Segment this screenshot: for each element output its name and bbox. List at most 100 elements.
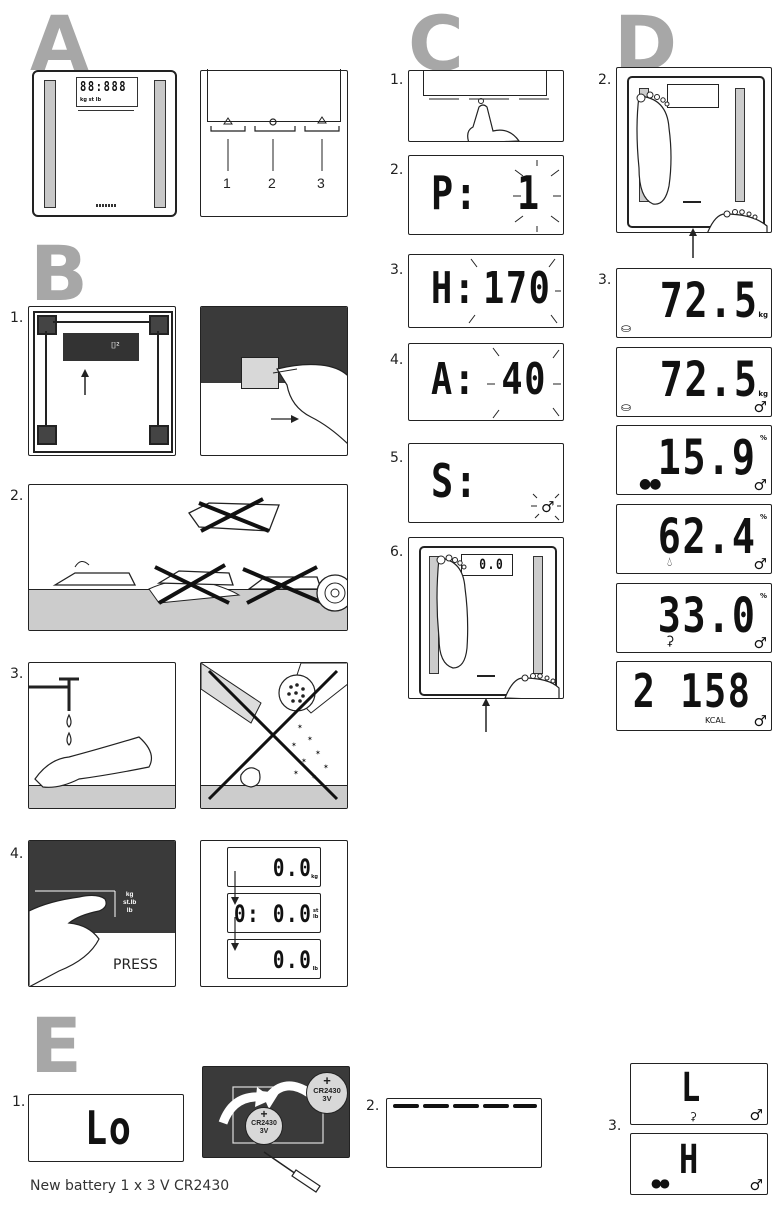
foot-br — [149, 425, 169, 445]
error-low-text: L — [681, 1065, 702, 1111]
plus-icon: + — [323, 1073, 331, 1088]
button-label-2: 2 — [268, 175, 276, 191]
reading-body-fat-value: 15.9 — [658, 430, 757, 486]
step-c3: 3. — [390, 262, 404, 278]
scale-outline — [419, 546, 557, 696]
foot-tl — [37, 315, 57, 335]
display-error-high: H ●● ♂ — [630, 1133, 768, 1195]
male-icon: ♂ — [753, 634, 767, 652]
reading-weight-1: 72.5 kg ⛀ — [616, 268, 772, 338]
bar-top — [53, 321, 149, 323]
reading-kcal: 2 158 KCAL ♂ — [616, 661, 772, 731]
scale-display: 0.0 — [461, 554, 513, 576]
blink-rays — [513, 160, 561, 232]
battery-voltage-label: 3V — [322, 1094, 332, 1103]
display-age-label: A: — [431, 354, 477, 405]
reading-body-fat-unit: % — [759, 434, 767, 442]
feet — [436, 554, 560, 698]
feet — [636, 91, 768, 232]
male-icon: ♂ — [753, 555, 767, 573]
reading-kcal-unit: KCAL — [705, 716, 726, 725]
step-c1: 1. — [390, 72, 404, 88]
reading-muscle-unit: % — [759, 592, 767, 600]
plus-icon: + — [260, 1107, 268, 1121]
foot-bl — [37, 425, 57, 445]
display-kg-unit: kg — [311, 874, 318, 880]
battery-coin-new: + CR2430 3V — [306, 1072, 348, 1114]
hand-on-set — [429, 98, 549, 141]
water-drop-icon: 💧︎ — [667, 555, 673, 570]
step-on-scale: 0.0 — [408, 537, 564, 699]
finger-press — [29, 890, 116, 986]
battery-compartment: ⌷² — [63, 333, 139, 361]
svg-text:✶: ✶ — [297, 723, 303, 731]
detergent-crossed: ✶✶✶ ✶✶✶ ✶✶ — [201, 663, 347, 801]
section-letter-b: B — [30, 229, 88, 318]
scale-outline — [627, 76, 765, 228]
reading-muscle: 33.0 % ⚳ ♂ — [616, 583, 772, 653]
display-age-value: 40 — [501, 354, 547, 405]
male-icon: ♂ — [541, 498, 555, 516]
leg-left — [45, 331, 47, 425]
press-unit-button: kg st.lb lb PRESS — [28, 840, 176, 987]
step-e3: 3. — [608, 1118, 622, 1134]
button-label-3: 3 — [317, 175, 325, 191]
button-label-1: 1 — [223, 175, 231, 191]
weight-icon: ⛀ — [621, 321, 632, 335]
cleaning-water — [28, 662, 176, 809]
male-icon: ♂ — [753, 398, 767, 416]
male-icon: ♂ — [749, 1176, 763, 1194]
body-fat-icon: ●● — [639, 476, 661, 492]
button-detail: 1 2 3 — [200, 69, 348, 217]
tap-and-cloth — [29, 677, 152, 788]
dash-segments — [393, 1104, 537, 1108]
reading-weight-2: 72.5 kg ⛀ ♂ — [616, 347, 772, 417]
reading-weight-2-value: 72.5 — [660, 352, 759, 408]
svg-text:✶: ✶ — [323, 763, 329, 771]
unit-labels: kg st.lb lb — [123, 891, 137, 914]
battery-arrows — [218, 1081, 324, 1144]
display-lb-value: 0.0 — [272, 946, 312, 974]
step-e2: 2. — [366, 1098, 380, 1114]
battery-type-label: CR2430 — [251, 1120, 277, 1127]
arrow-up-d2 — [689, 228, 697, 258]
step-d2: 2. — [598, 72, 612, 88]
display-height-label: H: — [431, 263, 477, 314]
display-error-low: L ⚳ ♂ — [630, 1063, 768, 1125]
scale-top-view: 88:888 kg st lb — [32, 70, 177, 217]
reading-body-water: 62.4 % 💧︎ ♂ — [616, 504, 772, 574]
display-stlb-unit: st lb — [313, 908, 319, 920]
button-detail-lines — [210, 116, 340, 171]
blink-rays — [487, 347, 561, 419]
muscle-icon: ⚳ — [665, 634, 675, 649]
scale-display — [667, 84, 719, 108]
reading-body-fat: 15.9 % ●● ♂ — [616, 425, 772, 495]
step-b2: 2. — [10, 488, 24, 504]
display-outline — [207, 69, 341, 122]
arrow-up-c6 — [482, 698, 490, 732]
surface-scales — [52, 497, 347, 612]
press-label: PRESS — [113, 957, 158, 973]
section-letter-c: C — [408, 0, 464, 88]
brand-mark — [96, 204, 116, 207]
battery-voltage-label: 3V — [259, 1128, 269, 1135]
battery-slot-icon: ⌷² — [111, 340, 120, 350]
step-c4: 4. — [390, 352, 404, 368]
section-letter-e: E — [30, 1001, 82, 1090]
step-d3: 3. — [598, 272, 612, 288]
reading-weight-1-unit: kg — [758, 311, 768, 319]
svg-text:✶: ✶ — [293, 769, 299, 777]
foot-tr — [149, 315, 169, 335]
surface-illustration — [28, 484, 348, 631]
svg-text:✶: ✶ — [315, 749, 321, 757]
display-profile: P: 1 — [408, 155, 564, 235]
scale-display-value: 0.0 — [478, 557, 504, 573]
blink-rays — [531, 493, 561, 521]
unit-displays: 0.0 kg 0: 0.0 st lb 0.0 lb — [200, 840, 348, 987]
display-height-value: 170 — [482, 263, 551, 314]
step-c5: 5. — [390, 450, 404, 466]
display-kg: 0.0 kg — [227, 847, 321, 887]
display-sex-label: S: — [431, 454, 479, 508]
display-outline — [423, 71, 547, 96]
floor — [201, 785, 347, 808]
